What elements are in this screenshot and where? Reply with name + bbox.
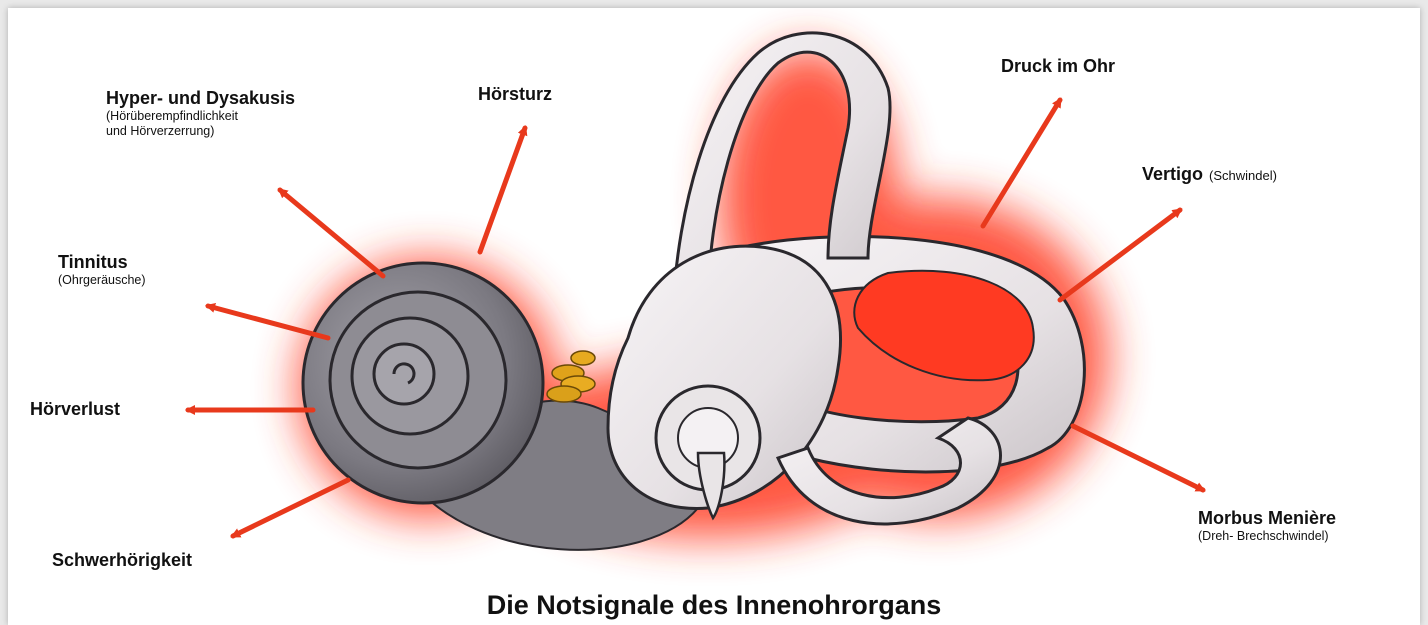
label-hoersturz-title: Hörsturz — [478, 84, 552, 105]
label-hoersturz: Hörsturz — [478, 84, 552, 105]
label-hyperakusis-detail-1: (Hörüberempfindlichkeit — [106, 109, 295, 124]
diagram-canvas: Hyper- und Dysakusis (Hörüberempfindlich… — [8, 8, 1420, 625]
label-hyperakusis: Hyper- und Dysakusis (Hörüberempfindlich… — [106, 88, 295, 139]
label-druck: Druck im Ohr — [1001, 56, 1115, 77]
label-meniere: Morbus Menière (Dreh- Brechschwindel) — [1198, 508, 1336, 544]
label-tinnitus-detail: (Ohrgeräusche) — [58, 273, 146, 288]
label-schwerhoerigkeit-title: Schwerhörigkeit — [52, 550, 192, 571]
arrow-vertigo — [1060, 210, 1180, 300]
arrow-hoersturz — [480, 128, 525, 252]
arrow-hyperakusis — [280, 190, 383, 276]
label-vertigo-detail: (Schwindel) — [1209, 168, 1277, 183]
label-vertigo-title: Vertigo — [1142, 164, 1203, 184]
diagram-title: Die Notsignale des Innenohrorgans — [8, 590, 1420, 621]
label-hyperakusis-detail-2: und Hörverzerrung) — [106, 124, 295, 139]
arrow-meniere — [1073, 426, 1203, 490]
label-meniere-detail: (Dreh- Brechschwindel) — [1198, 529, 1336, 544]
label-hoerverlust-title: Hörverlust — [30, 399, 120, 420]
label-tinnitus-title: Tinnitus — [58, 252, 146, 273]
label-hoerverlust: Hörverlust — [30, 399, 120, 420]
label-druck-title: Druck im Ohr — [1001, 56, 1115, 77]
label-hyperakusis-title: Hyper- und Dysakusis — [106, 88, 295, 109]
label-tinnitus: Tinnitus (Ohrgeräusche) — [58, 252, 146, 288]
label-vertigo: Vertigo (Schwindel) — [1142, 164, 1277, 185]
label-schwerhoerigkeit: Schwerhörigkeit — [52, 550, 192, 571]
label-meniere-title: Morbus Menière — [1198, 508, 1336, 529]
arrow-tinnitus — [208, 306, 328, 338]
arrow-druck — [983, 100, 1060, 226]
arrow-schwerhoerigkeit — [233, 480, 348, 536]
